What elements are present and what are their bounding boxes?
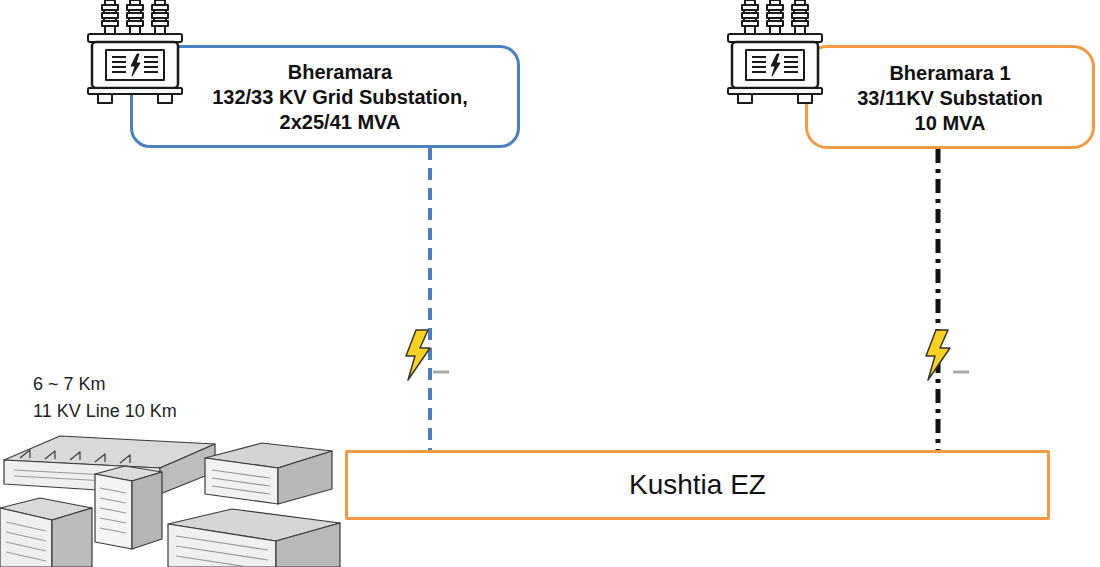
node-body: 132/33 KV Grid Substation, 2x25/41 MVA (195, 85, 485, 135)
dash-dot-feeder-line (936, 149, 941, 450)
transformer-icon (720, 0, 830, 105)
node-body: 33/11KV Substation 10 MVA (850, 86, 1050, 136)
industrial-city-illustration (0, 436, 340, 567)
lightning-symbol (926, 330, 969, 380)
line-length-note: 11 KV Line 10 Km (33, 400, 177, 422)
distance-note: 6 ~ 7 Km (33, 373, 106, 395)
transformer-icon (80, 0, 190, 105)
substation-box: Bheramara 133/11KV Substation 10 MVA (805, 45, 1095, 149)
grid-substation-box: Bheramara132/33 KV Grid Substation, 2x25… (130, 45, 520, 148)
dashed-feeder-line (428, 148, 432, 450)
node-heading: Kushtia EZ (629, 468, 766, 502)
economic-zone-box: Kushtia EZ (345, 450, 1050, 520)
node-heading: Bheramara (288, 60, 393, 85)
lightning-symbol (406, 330, 449, 380)
node-heading: Bheramara 1 (889, 61, 1010, 86)
